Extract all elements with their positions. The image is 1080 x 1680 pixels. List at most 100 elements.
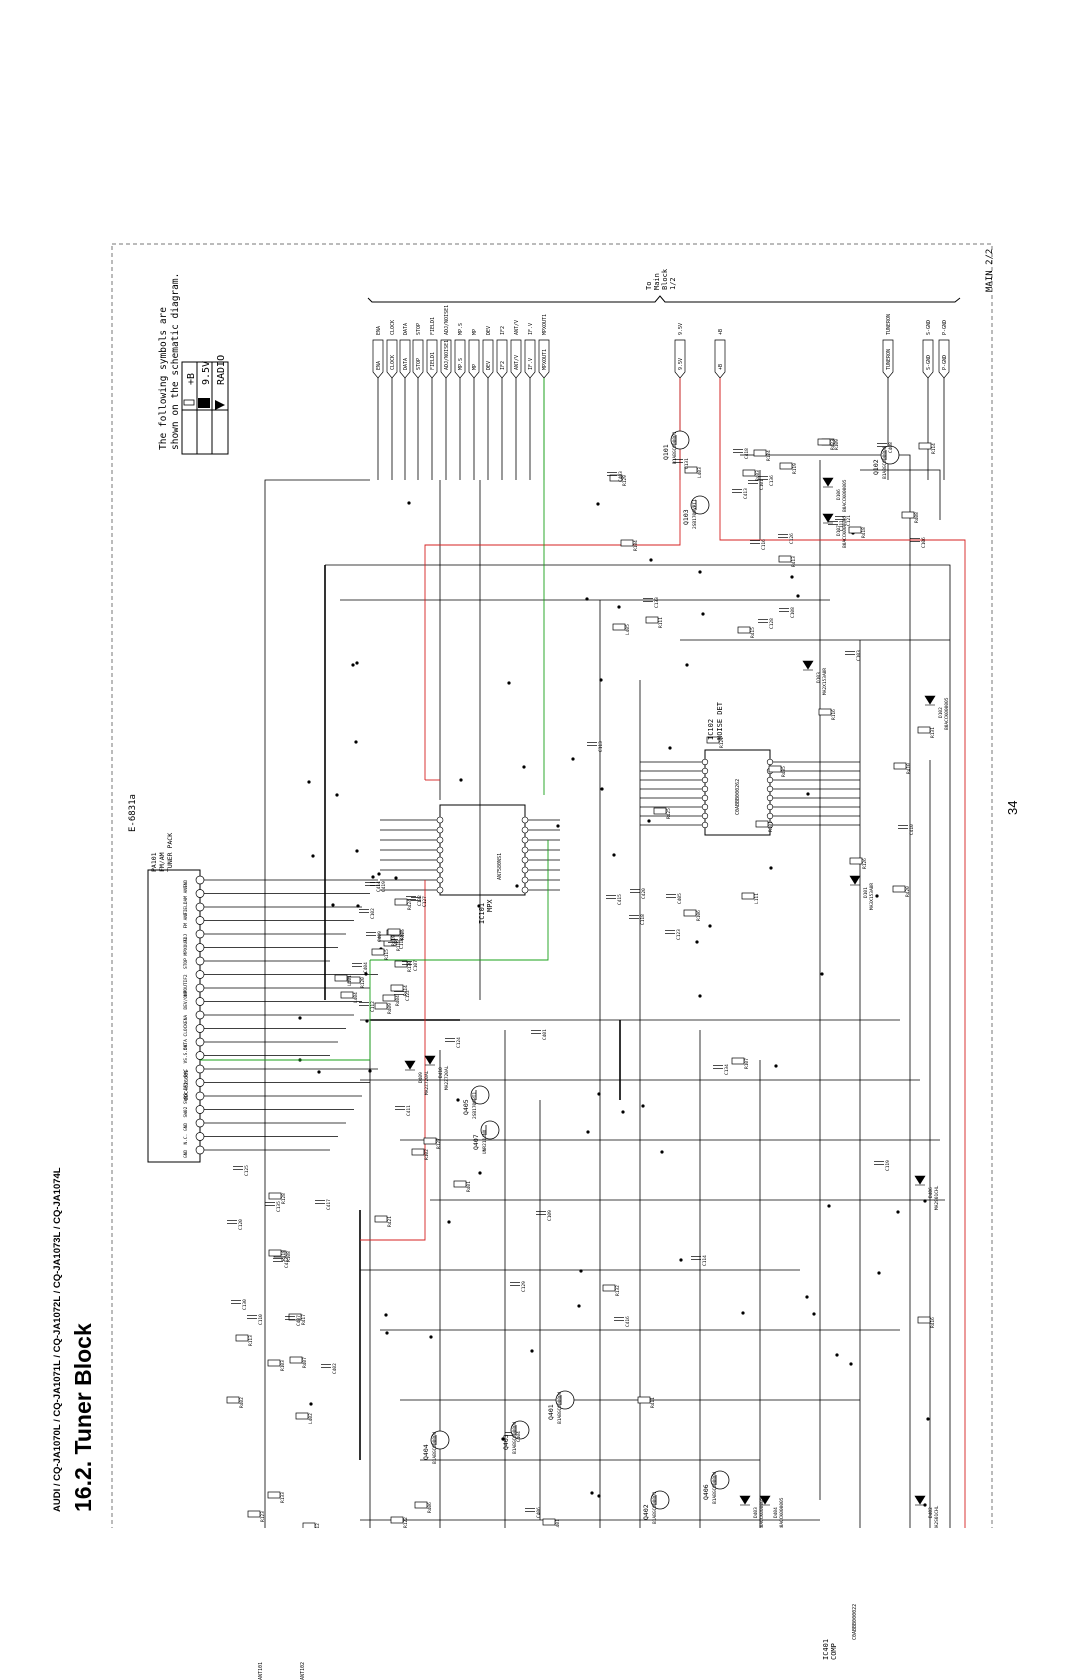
pack-pin-label: MPOUT <box>183 982 189 996</box>
schematic-frame <box>111 243 993 1528</box>
component-body <box>411 1148 425 1156</box>
component-ref: R103 <box>280 1360 286 1371</box>
ic102-pin <box>766 785 774 793</box>
component-ref: C128 <box>769 618 775 629</box>
connector-signal-name: DATA <box>403 323 409 335</box>
component-ref: C102 <box>370 908 376 919</box>
connector-tag <box>922 339 934 379</box>
junction-dot <box>596 502 600 506</box>
component-ref: C414 <box>376 881 382 892</box>
component-body <box>684 466 698 474</box>
component-body <box>731 1057 745 1065</box>
junction-dot <box>805 1295 809 1299</box>
component-ref: R124 <box>766 450 772 461</box>
pack-pin-label: FIELD <box>183 901 189 915</box>
component-ref: C417 <box>326 1199 332 1210</box>
component-ref: R120 <box>360 977 366 988</box>
junction-dot <box>796 594 800 598</box>
transistor <box>470 1085 490 1105</box>
component-ref: R418 <box>861 527 867 538</box>
connector-tag <box>468 339 480 379</box>
component-ref: R105 <box>399 930 405 941</box>
ic102-pin <box>701 785 709 793</box>
component-ref: R107 <box>744 1058 750 1069</box>
component-ref: R410 <box>906 763 912 774</box>
junction-dot <box>501 1437 505 1441</box>
junction-dot <box>354 740 358 744</box>
component-ref: R403 <box>755 470 761 481</box>
legend-symbol-box <box>181 361 229 455</box>
component-ref: L101 <box>347 975 353 986</box>
component-ref: C124 <box>456 1037 462 1048</box>
component-ref: L402 <box>308 1413 314 1424</box>
component-body <box>382 994 396 1002</box>
component-ref: R116 <box>831 709 837 720</box>
component-ref: R118 <box>281 1250 287 1261</box>
component-ref: C411 <box>406 1105 412 1116</box>
pack-pin <box>195 1132 205 1141</box>
ic102-pin <box>766 803 774 811</box>
transistor-ref: Q103 <box>682 509 690 525</box>
component-body <box>347 976 361 984</box>
component-ref: C109 <box>547 1210 553 1221</box>
connector-tag-label: P-GND <box>942 355 948 370</box>
wire-segment <box>860 469 941 520</box>
component-body <box>334 974 348 982</box>
tuner-block-schematic: GNDN.C.GNDSW02SW02IF1DACVS.S.5VDATACLOCK… <box>111 243 993 1528</box>
component-ref: C113 <box>598 741 604 752</box>
junction-dot <box>377 872 381 876</box>
connector-signal-name: ADJ/NOISE1 <box>444 305 450 335</box>
component-body <box>602 1284 616 1292</box>
junction-dot <box>812 1312 816 1316</box>
component-ref: R409 <box>387 1003 393 1014</box>
pack-pin <box>195 1145 205 1155</box>
transistor-ref: Q406 <box>702 1484 710 1500</box>
component-ref: C131 <box>684 458 690 469</box>
component-ref: C108 <box>790 607 796 618</box>
ic102-pin <box>701 758 709 766</box>
to-main-4: 1/2 <box>669 277 677 290</box>
junction-dot <box>298 1016 302 1020</box>
junction-dot <box>335 793 339 797</box>
diode-symbol <box>924 695 936 705</box>
connector-tag-label: STOP <box>416 358 422 370</box>
diode-ref: D103 <box>816 672 822 683</box>
ic102-part: C0ABBB000262 <box>735 778 741 815</box>
ic101-pin <box>521 866 529 874</box>
connector-signal-name: ANT/V <box>514 320 520 335</box>
ant101-label: ANT101 <box>258 1661 264 1680</box>
component-body <box>340 991 354 999</box>
transistor-ref: Q404 <box>422 1444 430 1460</box>
diode-symbol <box>822 477 834 487</box>
component-ref: C134 <box>724 1064 730 1075</box>
component-ref: L404 <box>353 992 359 1003</box>
connector-signal-name: ENA <box>376 326 382 335</box>
component-ref: C408 <box>888 442 894 453</box>
diode-part: B0ACCK000005 <box>944 697 950 730</box>
ic102-pin <box>701 776 709 784</box>
component-ref: C127 <box>422 896 428 907</box>
component-ref: R408 <box>914 512 920 523</box>
connector-tag <box>372 339 384 379</box>
diode-part: MA3X153A0R <box>869 883 875 910</box>
component-ref: R111 <box>658 617 664 628</box>
component-ref: C125 <box>244 1165 250 1176</box>
diode-part: B0ACCK000005 <box>842 515 848 548</box>
junction-dot <box>577 1304 581 1308</box>
to-main-brace <box>367 295 961 303</box>
component-body <box>849 857 863 865</box>
component-body <box>755 820 769 828</box>
component-ref: C415 <box>617 894 623 905</box>
transistor <box>650 1490 670 1510</box>
component-body <box>302 1522 316 1528</box>
ic101-pin <box>521 846 529 854</box>
component-body <box>768 765 782 773</box>
schematic-page: AUDI / CQ-JA1070L / CQ-JA1071L / CQ-JA10… <box>52 243 1020 1680</box>
pack-pin-label: SW02 <box>183 1093 189 1104</box>
pack-pin <box>195 943 205 952</box>
ic101-pin <box>436 886 444 894</box>
component-ref: R130 <box>407 961 413 972</box>
component-body <box>753 449 767 457</box>
junction-dot <box>394 876 398 880</box>
diode-part: MA2Z720AL <box>424 1070 430 1095</box>
